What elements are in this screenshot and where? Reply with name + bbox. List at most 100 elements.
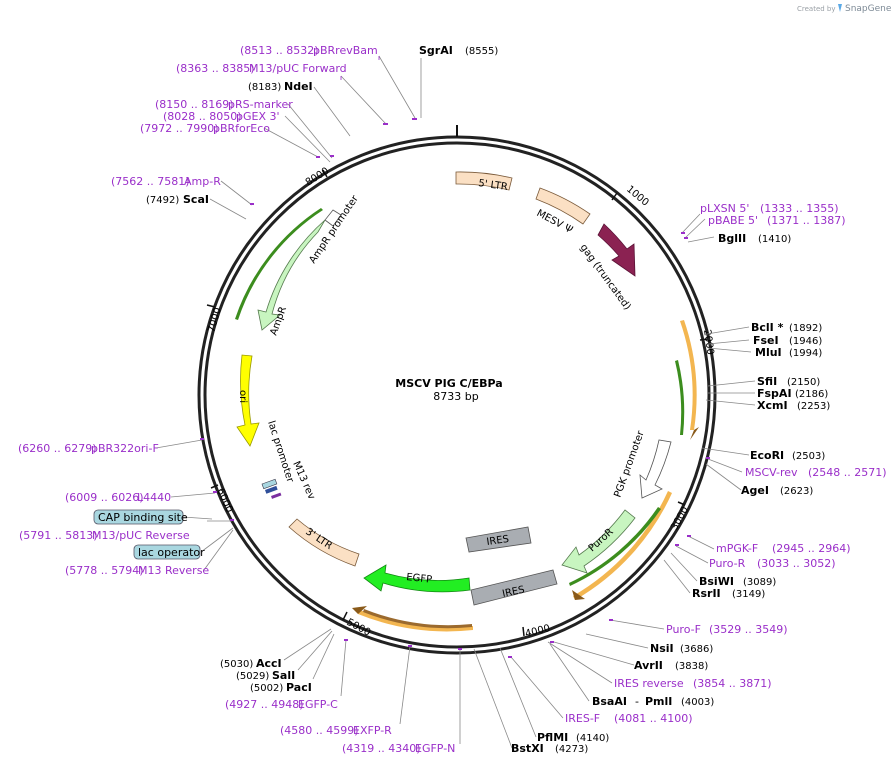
pbrrevbam-pos: (8513 .. 8532) bbox=[240, 44, 319, 57]
ndei-label: NdeI bbox=[284, 80, 313, 93]
exfp-r-label: EXFP-R bbox=[353, 724, 392, 737]
nsii-label: NsiI bbox=[650, 642, 674, 655]
egfp-n-pos: (4319 .. 4340) bbox=[342, 742, 421, 755]
pbr322ori-pos: (6260 .. 6279) bbox=[18, 442, 97, 455]
m13puc-rev-label: M13/pUC Reverse bbox=[92, 529, 190, 542]
mlui-pos: (1994) bbox=[789, 348, 822, 359]
ori-feature bbox=[236, 354, 260, 447]
l4440-pos: (6009 .. 6026) bbox=[65, 491, 144, 504]
plxsn-label: pLXSN 5' bbox=[700, 202, 749, 215]
paci-pos: (5002) bbox=[250, 683, 283, 694]
sali-label: SalI bbox=[272, 669, 295, 682]
pbabe-pos: (1371 .. 1387) bbox=[767, 214, 846, 227]
leader-lines bbox=[155, 55, 756, 749]
bstxi-pos: (4273) bbox=[555, 744, 588, 755]
bglii-label: BglII bbox=[718, 232, 746, 245]
orf-egfp-feature bbox=[358, 610, 473, 632]
bcli-pos: (1892) bbox=[789, 323, 822, 334]
ires-rev-pos: (3854 .. 3871) bbox=[693, 677, 772, 690]
pmli-label: PmlI bbox=[645, 695, 672, 708]
ltr5-label: 5' LTR bbox=[478, 178, 509, 193]
pbrforeco-pos: (7972 .. 7990) bbox=[140, 122, 219, 135]
bsiwi-pos: (3089) bbox=[743, 577, 776, 588]
avrii-label: AvrII bbox=[634, 659, 663, 672]
egfp-label: EGFP bbox=[406, 572, 433, 586]
prs-pos: (8150 .. 8169) bbox=[155, 98, 234, 111]
ampr-primer-pos: (7562 .. 7581) bbox=[111, 175, 190, 188]
cap-site-feature bbox=[261, 478, 278, 490]
scai-pos: (7492) bbox=[146, 195, 179, 206]
mlui-label: MluI bbox=[755, 346, 782, 359]
mscvrev-pos: (2548 .. 2571) bbox=[808, 466, 887, 479]
snapgene-logo-icon bbox=[838, 4, 842, 12]
exfp-r-pos: (4580 .. 4599) bbox=[280, 724, 359, 737]
m13puc-fwd-pos: (8363 .. 8385) bbox=[176, 62, 255, 75]
backbone-inner bbox=[203, 141, 711, 649]
primer-marks bbox=[200, 118, 710, 658]
ires-outer-feature bbox=[470, 569, 558, 606]
m13puc-rev-pos: (5791 .. 5813) bbox=[19, 529, 98, 542]
lac-operator-box bbox=[133, 544, 201, 560]
pgk-promoter-feature bbox=[639, 439, 672, 499]
ires-outer-label: IRES bbox=[501, 584, 525, 599]
puro-r-pos: (3033 .. 3052) bbox=[757, 557, 836, 570]
ires-inner-feature bbox=[465, 526, 532, 553]
nsii-pos: (3686) bbox=[680, 644, 713, 655]
bsaai-label: BsaAI bbox=[592, 695, 627, 708]
lac-operator-feature bbox=[265, 485, 278, 494]
bstxi-label: BstXI bbox=[511, 742, 544, 755]
puro-f-pos: (3529 .. 3549) bbox=[709, 623, 788, 636]
fsei-pos: (1946) bbox=[789, 336, 822, 347]
egfp-c-label: EGFP-C bbox=[298, 698, 338, 711]
m13-reverse-label: M13 Reverse bbox=[138, 564, 209, 577]
mpgk-label: mPGK-F bbox=[716, 542, 758, 555]
orf-green-ampr-feature bbox=[235, 208, 323, 320]
egfp-n-label: EGFP-N bbox=[415, 742, 455, 755]
pgex-label: pGEX 3' bbox=[236, 110, 280, 123]
sgrai-label: SgrAI bbox=[419, 44, 453, 57]
ltr3-feature bbox=[288, 518, 360, 567]
tick-3000: 3000 bbox=[669, 505, 691, 533]
mscvrev-label: MSCV-rev bbox=[745, 466, 798, 479]
pbabe-label: pBABE 5' bbox=[708, 214, 758, 227]
acci-label: AccI bbox=[256, 657, 282, 670]
lac-operator-label: lac operator bbox=[138, 546, 205, 559]
ires-rev-label: IRES reverse bbox=[614, 677, 684, 690]
tick-5000: 5000 bbox=[345, 617, 373, 639]
cap-binding-site-box bbox=[93, 509, 184, 525]
l4440-label: L4440 bbox=[137, 491, 171, 504]
cap-binding-site-label: CAP binding site bbox=[98, 511, 188, 524]
lac-promoter-label: lac promoter bbox=[265, 420, 296, 485]
ampr-primer-label: Amp-R bbox=[184, 175, 221, 188]
acci-pos: (5030) bbox=[220, 659, 253, 670]
sgrai-pos: (8555) bbox=[465, 46, 498, 57]
bsiwi-label: BsiWI bbox=[699, 575, 734, 588]
fspai-pos: (2186) bbox=[795, 389, 828, 400]
avrii-pos: (3838) bbox=[675, 661, 708, 672]
agei-label: AgeI bbox=[741, 484, 769, 497]
xcmi-label: XcmI bbox=[757, 399, 788, 412]
rsrii-pos: (3149) bbox=[732, 589, 765, 600]
pflmi-pos: (4140) bbox=[576, 733, 609, 744]
bsaai-sep: - bbox=[635, 695, 639, 708]
egfp-c-pos: (4927 .. 4948) bbox=[225, 698, 304, 711]
xcmi-pos: (2253) bbox=[797, 401, 830, 412]
ltr5-feature bbox=[455, 171, 513, 191]
paci-label: PacI bbox=[286, 681, 312, 694]
ires-inner-label: IRES bbox=[486, 534, 510, 548]
pgex-pos: (8028 .. 8050) bbox=[163, 110, 242, 123]
tick-2000: 2000 bbox=[701, 329, 715, 356]
tick-7000: 7000 bbox=[206, 306, 224, 333]
brand-prefix: Created by bbox=[797, 5, 836, 13]
sali-pos: (5029) bbox=[236, 671, 269, 682]
m13puc-fwd-label: M13/pUC Forward bbox=[249, 62, 347, 75]
plasmid-length: 8733 bp bbox=[433, 390, 478, 403]
tick-6000: 6000 bbox=[214, 487, 234, 515]
plasmid-name: MSCV PIG C/EBPa bbox=[395, 377, 502, 390]
puro-r-label: Puro-R bbox=[709, 557, 746, 570]
pbrrevbam-label: pBRrevBam bbox=[313, 44, 378, 57]
orf-right-feature bbox=[680, 320, 697, 430]
ampr-feature bbox=[257, 219, 326, 331]
prs-label: pRS-marker bbox=[228, 98, 293, 111]
